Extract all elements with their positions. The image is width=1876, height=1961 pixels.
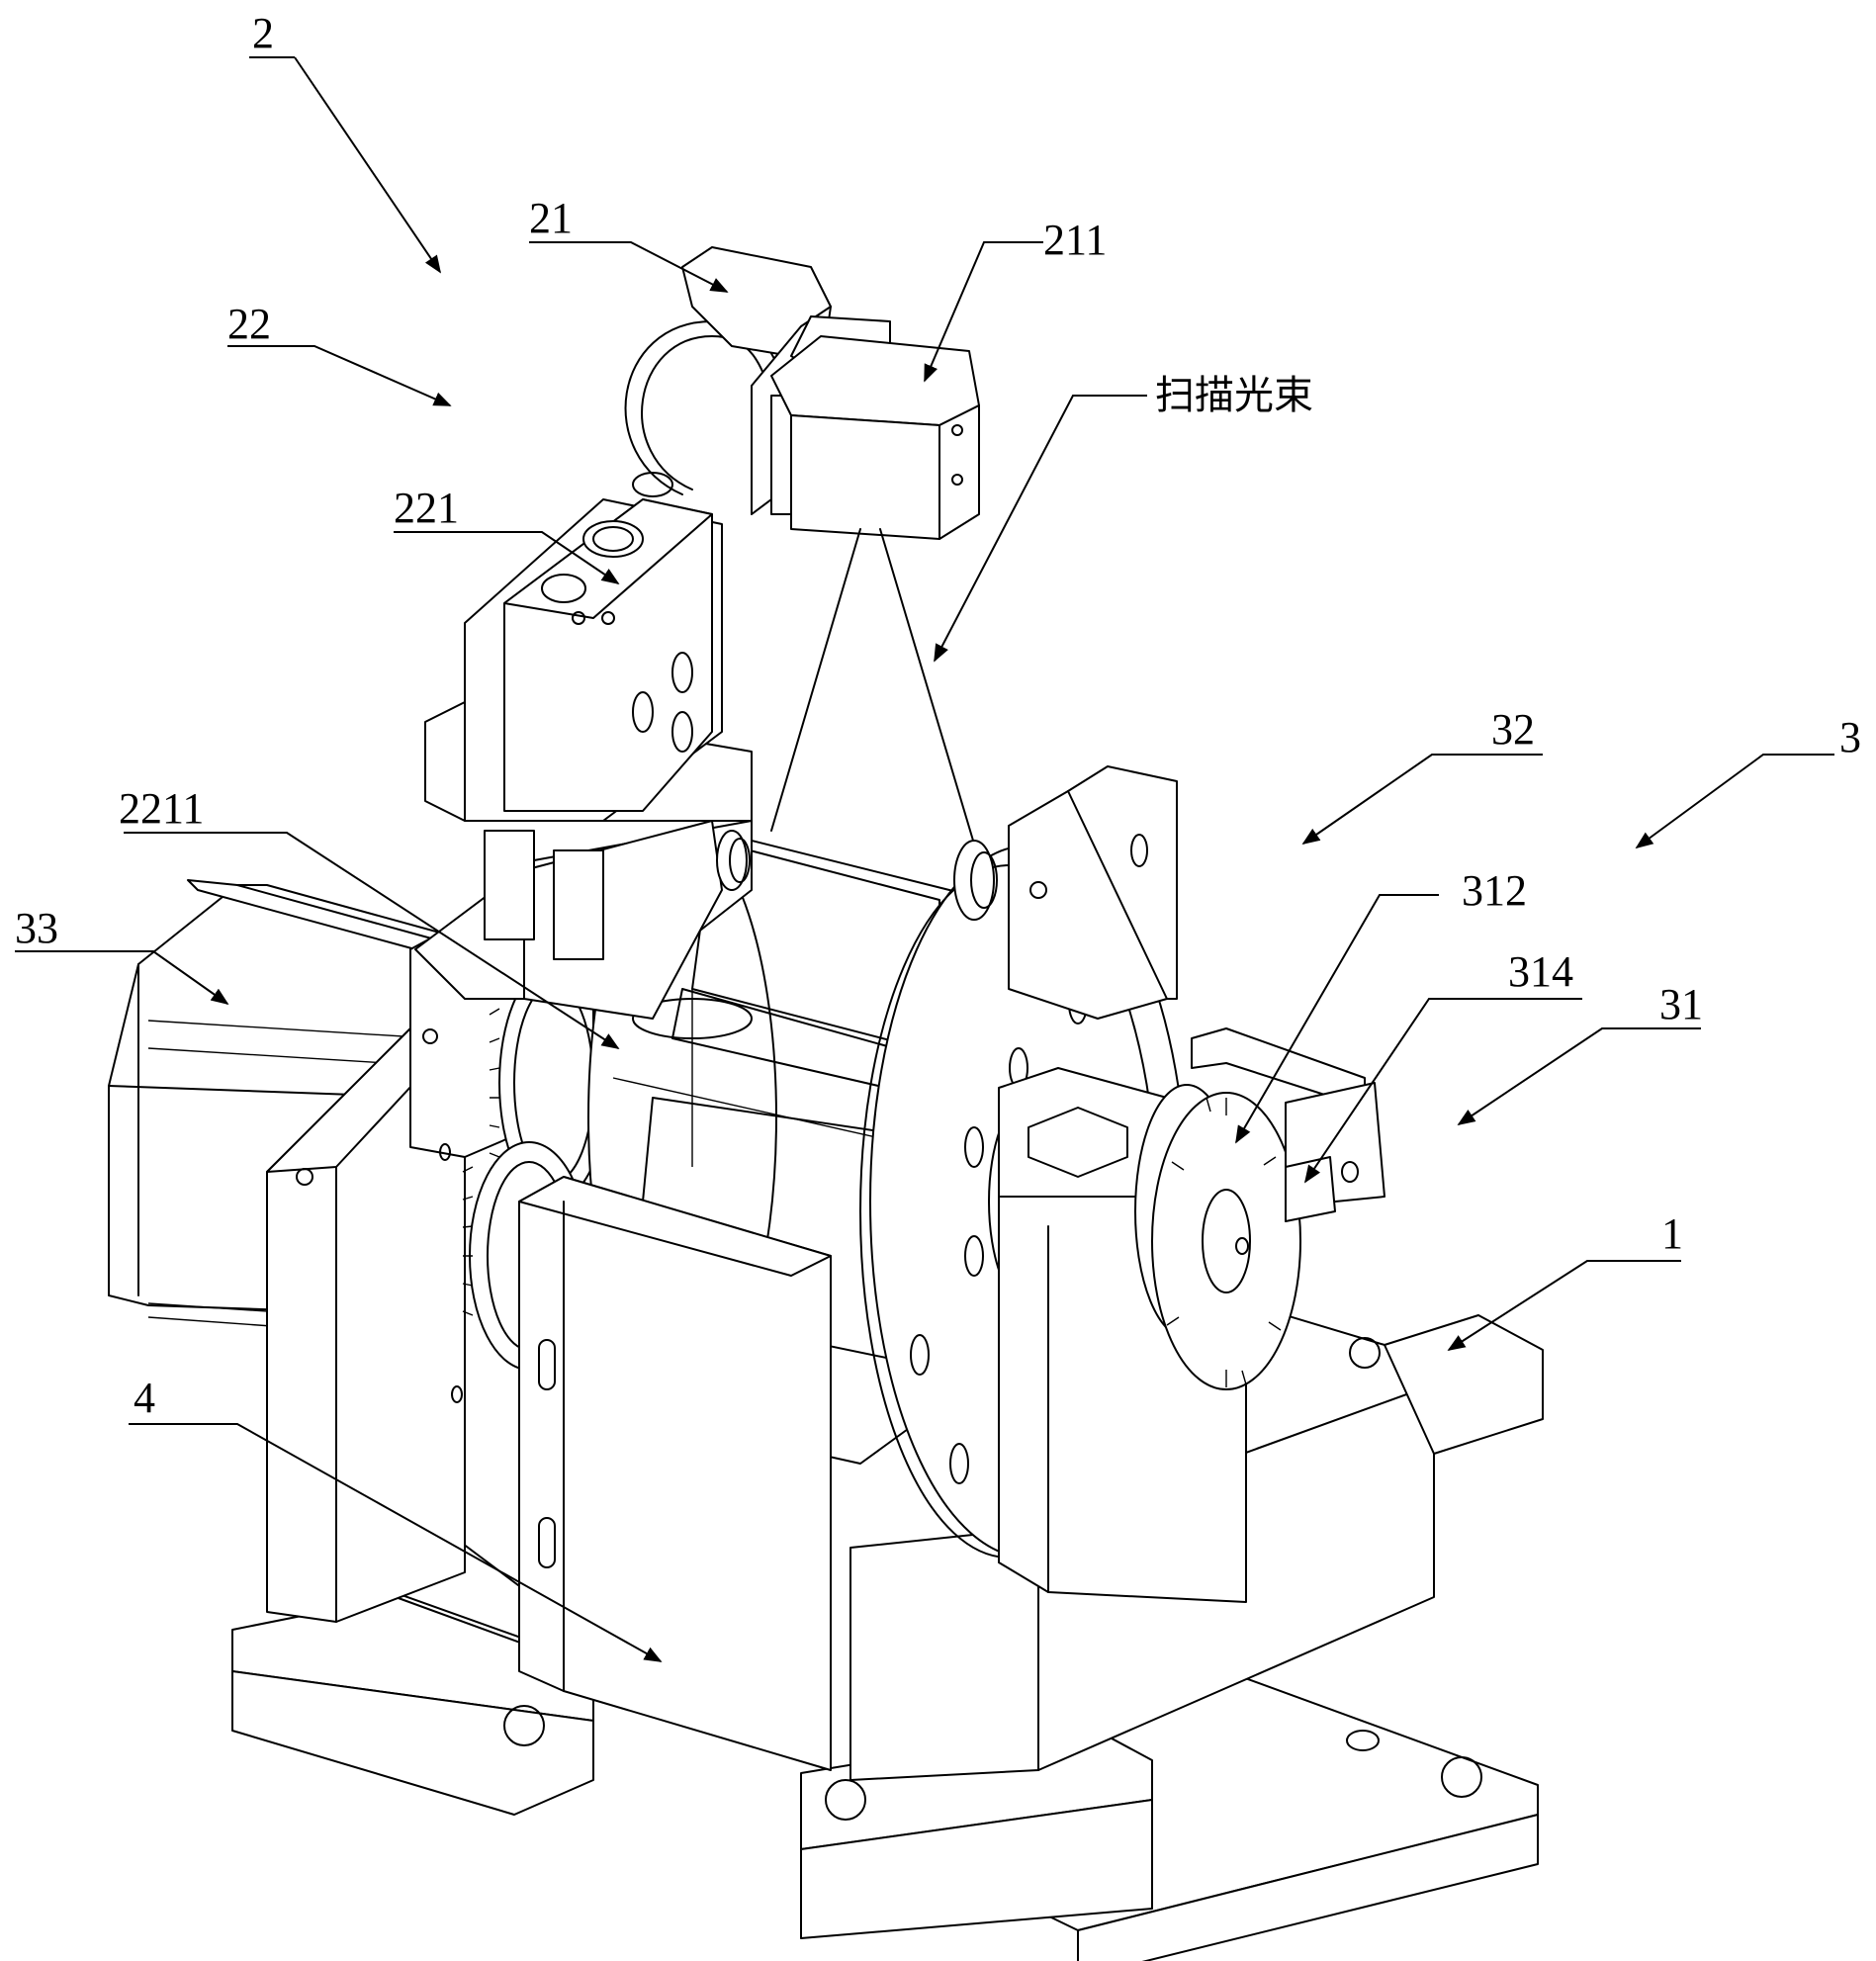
label-2: 2 xyxy=(252,9,274,57)
leader-31 xyxy=(1457,1027,1701,1126)
label-211: 211 xyxy=(1043,216,1107,264)
leader-211 xyxy=(924,241,1043,383)
leader-2 xyxy=(294,56,442,274)
leader-scan-beam xyxy=(934,395,1147,663)
label-22: 22 xyxy=(227,300,271,348)
label-32: 32 xyxy=(1491,705,1535,754)
leader-2211 xyxy=(124,832,620,1049)
labels: 2 21 211 22 221 扫描光束 2211 33 32 3 312 31… xyxy=(15,9,1861,1422)
scan-beam xyxy=(770,528,980,861)
leader-22 xyxy=(227,345,452,406)
leader-3 xyxy=(1635,754,1834,849)
leader-221 xyxy=(394,531,620,585)
camera-211 xyxy=(770,335,980,540)
leader-lines xyxy=(15,56,1834,1662)
leader-32 xyxy=(1301,754,1543,846)
label-2211: 2211 xyxy=(119,784,204,833)
label-4: 4 xyxy=(134,1374,155,1422)
cylinder-221 xyxy=(464,472,723,822)
roller-wheel-right xyxy=(953,840,1047,921)
leader-33 xyxy=(15,950,229,1006)
label-scan-beam: 扫描光束 xyxy=(1155,373,1313,418)
label-3: 3 xyxy=(1839,713,1861,761)
roller-wheel-left xyxy=(716,830,751,891)
label-314: 314 xyxy=(1508,947,1573,996)
shaft-encoder xyxy=(1134,1027,1385,1390)
leader-314 xyxy=(1303,998,1582,1184)
front-cover-plate-4 xyxy=(518,1176,832,1771)
label-1: 1 xyxy=(1661,1209,1683,1258)
label-21: 21 xyxy=(529,194,573,242)
leader-4 xyxy=(129,1423,663,1662)
label-31: 31 xyxy=(1659,980,1703,1028)
leader-21 xyxy=(529,241,729,293)
leader-1 xyxy=(1447,1260,1681,1351)
leader-312 xyxy=(1235,894,1439,1144)
label-33: 33 xyxy=(15,904,58,952)
label-312: 312 xyxy=(1462,866,1527,915)
label-221: 221 xyxy=(394,484,459,532)
